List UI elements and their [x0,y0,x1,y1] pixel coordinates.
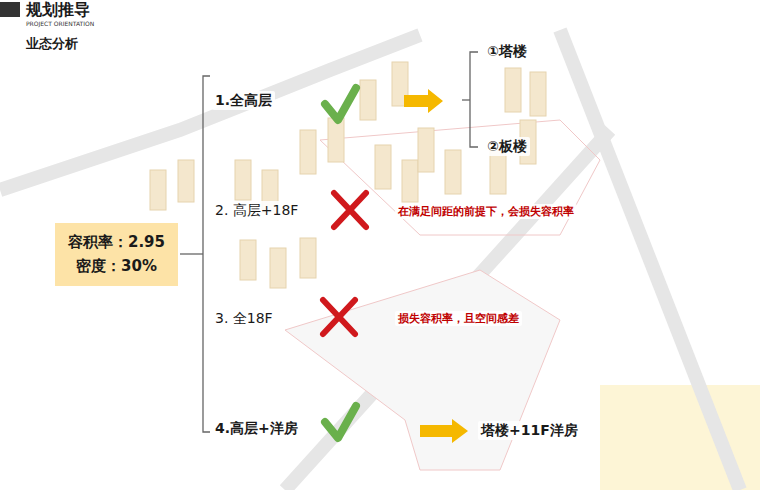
cross-mark [323,300,355,334]
road [0,35,420,190]
section-heading: 业态分析 [26,36,78,52]
sub-option-label: ②板楼 [484,137,530,156]
yellow-arrow [420,419,468,443]
metric-text: 容积率：2.95 [68,231,165,254]
roads [0,30,740,490]
option-label: 3. 全18F [212,309,276,328]
metrics-box: 容积率：2.95密度：30% [55,223,178,286]
option-label: 1.全高层 [212,91,275,110]
reason-note: 损失容积率，且空间感差 [395,311,522,326]
road [285,130,610,490]
subtitle: PROJECT ORIENTATION [26,20,94,27]
site-outline [285,270,560,470]
option-label: 4.高层+洋房 [212,419,301,438]
result-label: 塔楼+11F洋房 [478,421,581,440]
option-label: 2. 高层+18F [212,201,301,220]
main-bracket [203,76,210,432]
reason-note: 在满足间距的前提下，会损失容积率 [395,204,577,219]
cross-mark [334,193,366,227]
metric-text: 密度：30% [76,255,157,278]
buildings [150,62,546,288]
bracket [180,52,478,432]
site-outline [320,120,600,235]
road [560,30,740,490]
check-mark [325,88,356,120]
check-mark [325,406,356,438]
yellow-arrow [404,89,443,113]
bracket-tick [180,253,203,254]
arrows [404,89,468,443]
sub-bracket [470,52,478,147]
slide-title: 规划推导 [26,0,90,19]
cross-marks [323,193,366,334]
title-marker [0,2,20,17]
sub-option-label: ①塔楼 [484,42,530,61]
bracket-tick [462,99,470,100]
check-marks [325,88,356,438]
